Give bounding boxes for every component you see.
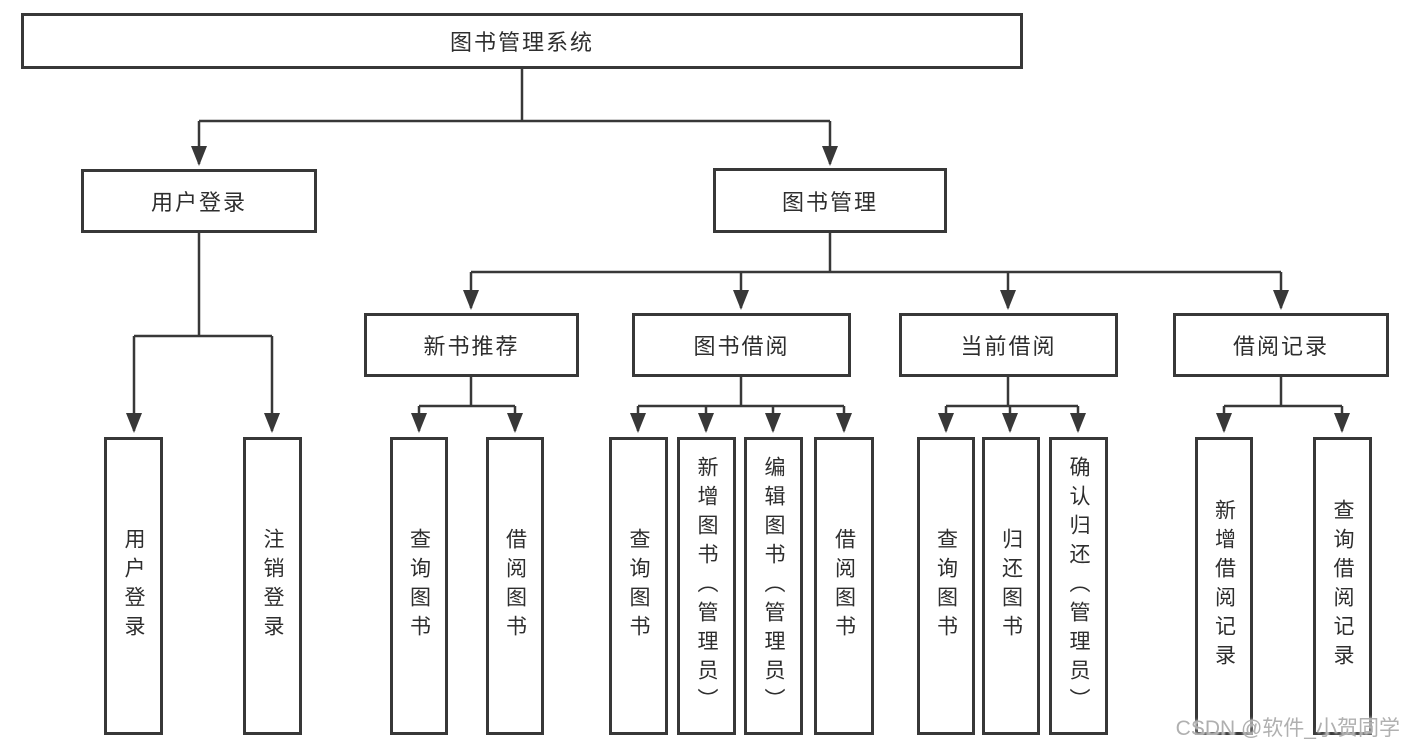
node-new-book-recommendation: 新书推荐 <box>364 313 579 377</box>
leaf-bb-add-books-admin: 新增图书（管理员） <box>677 437 736 735</box>
leaf-cb-return-books-label: 归还图书 <box>999 528 1023 644</box>
node-root: 图书管理系统 <box>21 13 1023 69</box>
node-book-borrowing-label: 图书借阅 <box>693 334 790 359</box>
node-borrowing-records: 借阅记录 <box>1173 313 1389 377</box>
leaf-cb-query-books: 查询图书 <box>917 437 975 735</box>
leaf-br-query-borrow-record: 查询借阅记录 <box>1313 437 1372 735</box>
node-user-login-label: 用户登录 <box>150 190 247 215</box>
node-current-borrowing: 当前借阅 <box>899 313 1118 377</box>
node-book-management-label: 图书管理 <box>781 189 878 215</box>
leaf-user-login: 用户登录 <box>104 437 163 735</box>
leaf-user-login-label: 用户登录 <box>122 528 145 644</box>
leaf-bb-query-books-label: 查询图书 <box>627 528 650 644</box>
leaf-br-add-borrow-record-label: 新增借阅记录 <box>1212 499 1236 673</box>
node-root-label: 图书管理系统 <box>449 30 594 55</box>
leaf-br-add-borrow-record: 新增借阅记录 <box>1195 437 1253 735</box>
leaf-logout-label: 注销登录 <box>261 528 284 644</box>
leaf-logout: 注销登录 <box>243 437 302 735</box>
node-user-login: 用户登录 <box>81 169 317 233</box>
csdn-watermark: CSDN @软件_小贺同学 <box>1175 717 1400 740</box>
leaf-bb-edit-books-admin-label: 编辑图书（管理员） <box>762 455 785 717</box>
node-current-borrowing-label: 当前借阅 <box>960 334 1057 359</box>
leaf-cb-query-books-label: 查询图书 <box>934 528 958 644</box>
leaf-cb-confirm-return-admin: 确认归还（管理员） <box>1049 437 1108 735</box>
leaf-br-query-borrow-record-label: 查询借阅记录 <box>1331 499 1354 673</box>
leaf-nbr-borrow-books-label: 借阅图书 <box>503 528 527 644</box>
leaf-cb-confirm-return-admin-label: 确认归还（管理员） <box>1067 455 1090 717</box>
leaf-nbr-query-books: 查询图书 <box>390 437 448 735</box>
leaf-bb-borrow-books: 借阅图书 <box>814 437 874 735</box>
leaf-bb-query-books: 查询图书 <box>609 437 668 735</box>
node-new-book-recommendation-label: 新书推荐 <box>423 334 520 359</box>
leaf-cb-return-books: 归还图书 <box>982 437 1040 735</box>
leaf-bb-borrow-books-label: 借阅图书 <box>832 528 856 644</box>
node-book-borrowing: 图书借阅 <box>632 313 851 377</box>
leaf-bb-add-books-admin-label: 新增图书（管理员） <box>695 455 718 717</box>
leaf-bb-edit-books-admin: 编辑图书（管理员） <box>744 437 803 735</box>
leaf-nbr-borrow-books: 借阅图书 <box>486 437 544 735</box>
leaf-nbr-query-books-label: 查询图书 <box>407 528 431 644</box>
node-book-management: 图书管理 <box>713 168 947 233</box>
node-borrowing-records-label: 借阅记录 <box>1232 334 1329 359</box>
